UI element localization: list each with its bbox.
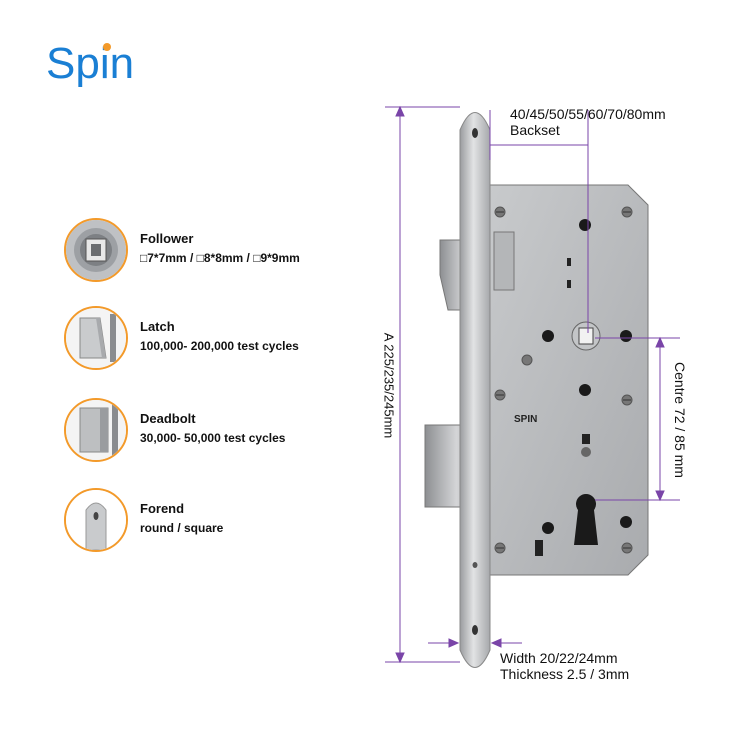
forend-screw-hole-bottom — [472, 625, 478, 635]
feature-desc: round / square — [140, 521, 224, 535]
logo-text: Spin — [46, 39, 134, 88]
height-dimension-label: A 225/235/245mm — [381, 332, 397, 439]
feature-title: Latch — [140, 319, 175, 334]
feature-title: Deadbolt — [140, 411, 196, 426]
feature-desc: 30,000- 50,000 test cycles — [140, 431, 286, 445]
spin-logo: Spin — [44, 30, 154, 96]
dimension-lines — [385, 105, 680, 664]
logo-dot-icon — [103, 43, 111, 51]
cylinder-cutout — [574, 493, 598, 545]
feature-title: Follower — [140, 231, 194, 246]
forend-plate — [459, 112, 491, 668]
backset-label: Backset — [510, 122, 560, 138]
lock-stamp-text: SPIN — [514, 414, 538, 425]
feature-title: Forend — [140, 501, 185, 516]
forend-plate-icon — [64, 488, 128, 552]
feature-desc: 100,000- 200,000 test cycles — [140, 339, 299, 353]
latch-bolt-icon — [64, 306, 128, 370]
deadbolt-icon — [64, 398, 128, 462]
forend-screw-hole-top — [472, 128, 478, 138]
follower-spindle-icon — [64, 218, 128, 282]
thickness-label: Thickness 2.5 / 3mm — [500, 666, 630, 682]
width-label: Width 20/22/24mm — [500, 650, 618, 666]
backset-values-label: 40/45/50/55/60/70/80mm — [510, 106, 666, 122]
centre-dimension-label: Centre 72 / 85 mm — [672, 362, 688, 478]
feature-desc: □7*7mm / □8*8mm / □9*9mm — [140, 251, 300, 265]
